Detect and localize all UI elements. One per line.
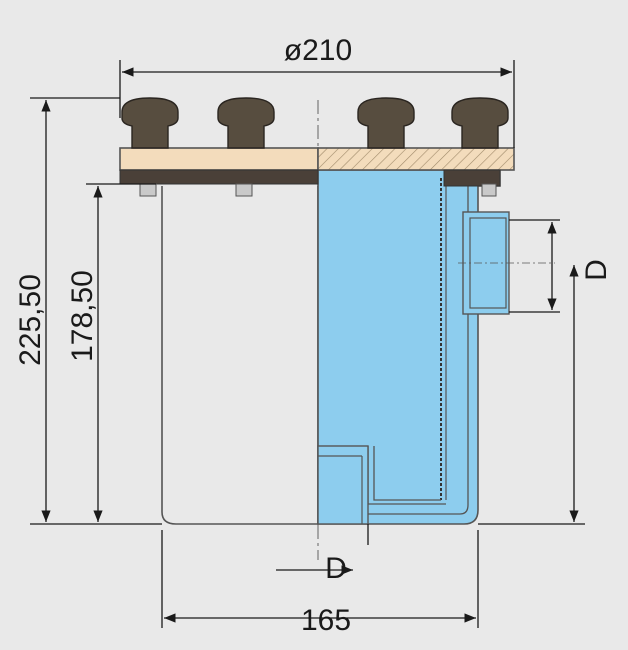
knob-1 bbox=[121, 97, 179, 149]
lid-exterior bbox=[119, 147, 319, 171]
lid-section bbox=[317, 147, 515, 171]
knob-4 bbox=[451, 97, 509, 149]
bottom-port-label: D bbox=[325, 552, 347, 585]
top-width-label: ø210 bbox=[284, 34, 352, 67]
bottom-outlet-port bbox=[317, 445, 369, 525]
gasket bbox=[119, 169, 319, 185]
bolts bbox=[139, 183, 497, 197]
knob-3 bbox=[357, 97, 415, 149]
right-port-label: D bbox=[580, 259, 613, 281]
knob-2 bbox=[217, 97, 275, 149]
housing-left-outline bbox=[161, 186, 319, 525]
lid-knobs bbox=[121, 97, 509, 149]
overall-height-label: 225,50 bbox=[14, 274, 47, 366]
inner-height-label: 178,50 bbox=[66, 270, 99, 362]
bottom-width-label: 165 bbox=[301, 604, 351, 637]
housing-inner-wall bbox=[365, 186, 469, 515]
